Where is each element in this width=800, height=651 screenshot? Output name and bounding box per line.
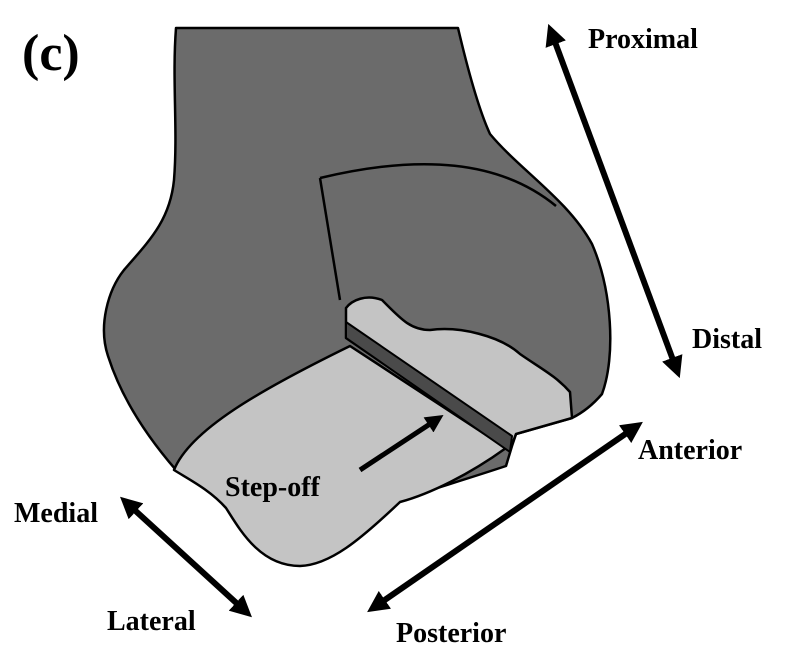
- label-proximal: Proximal: [588, 24, 698, 55]
- proximal-distal-arrow: [545, 23, 683, 379]
- label-anterior: Anterior: [638, 435, 743, 466]
- label-medial: Medial: [14, 498, 98, 529]
- label-lateral: Lateral: [107, 606, 196, 637]
- anterior-posterior-arrow: [367, 421, 643, 613]
- condyle-fragment: [319, 162, 557, 207]
- panel-label: (c): [22, 25, 80, 82]
- label-posterior: Posterior: [396, 618, 507, 649]
- label-step-off: Step-off: [225, 472, 320, 503]
- medial-lateral-arrow: [120, 496, 252, 618]
- label-distal: Distal: [692, 324, 762, 355]
- fracture-line: [318, 177, 342, 301]
- lateral-articular-surface: [344, 296, 574, 452]
